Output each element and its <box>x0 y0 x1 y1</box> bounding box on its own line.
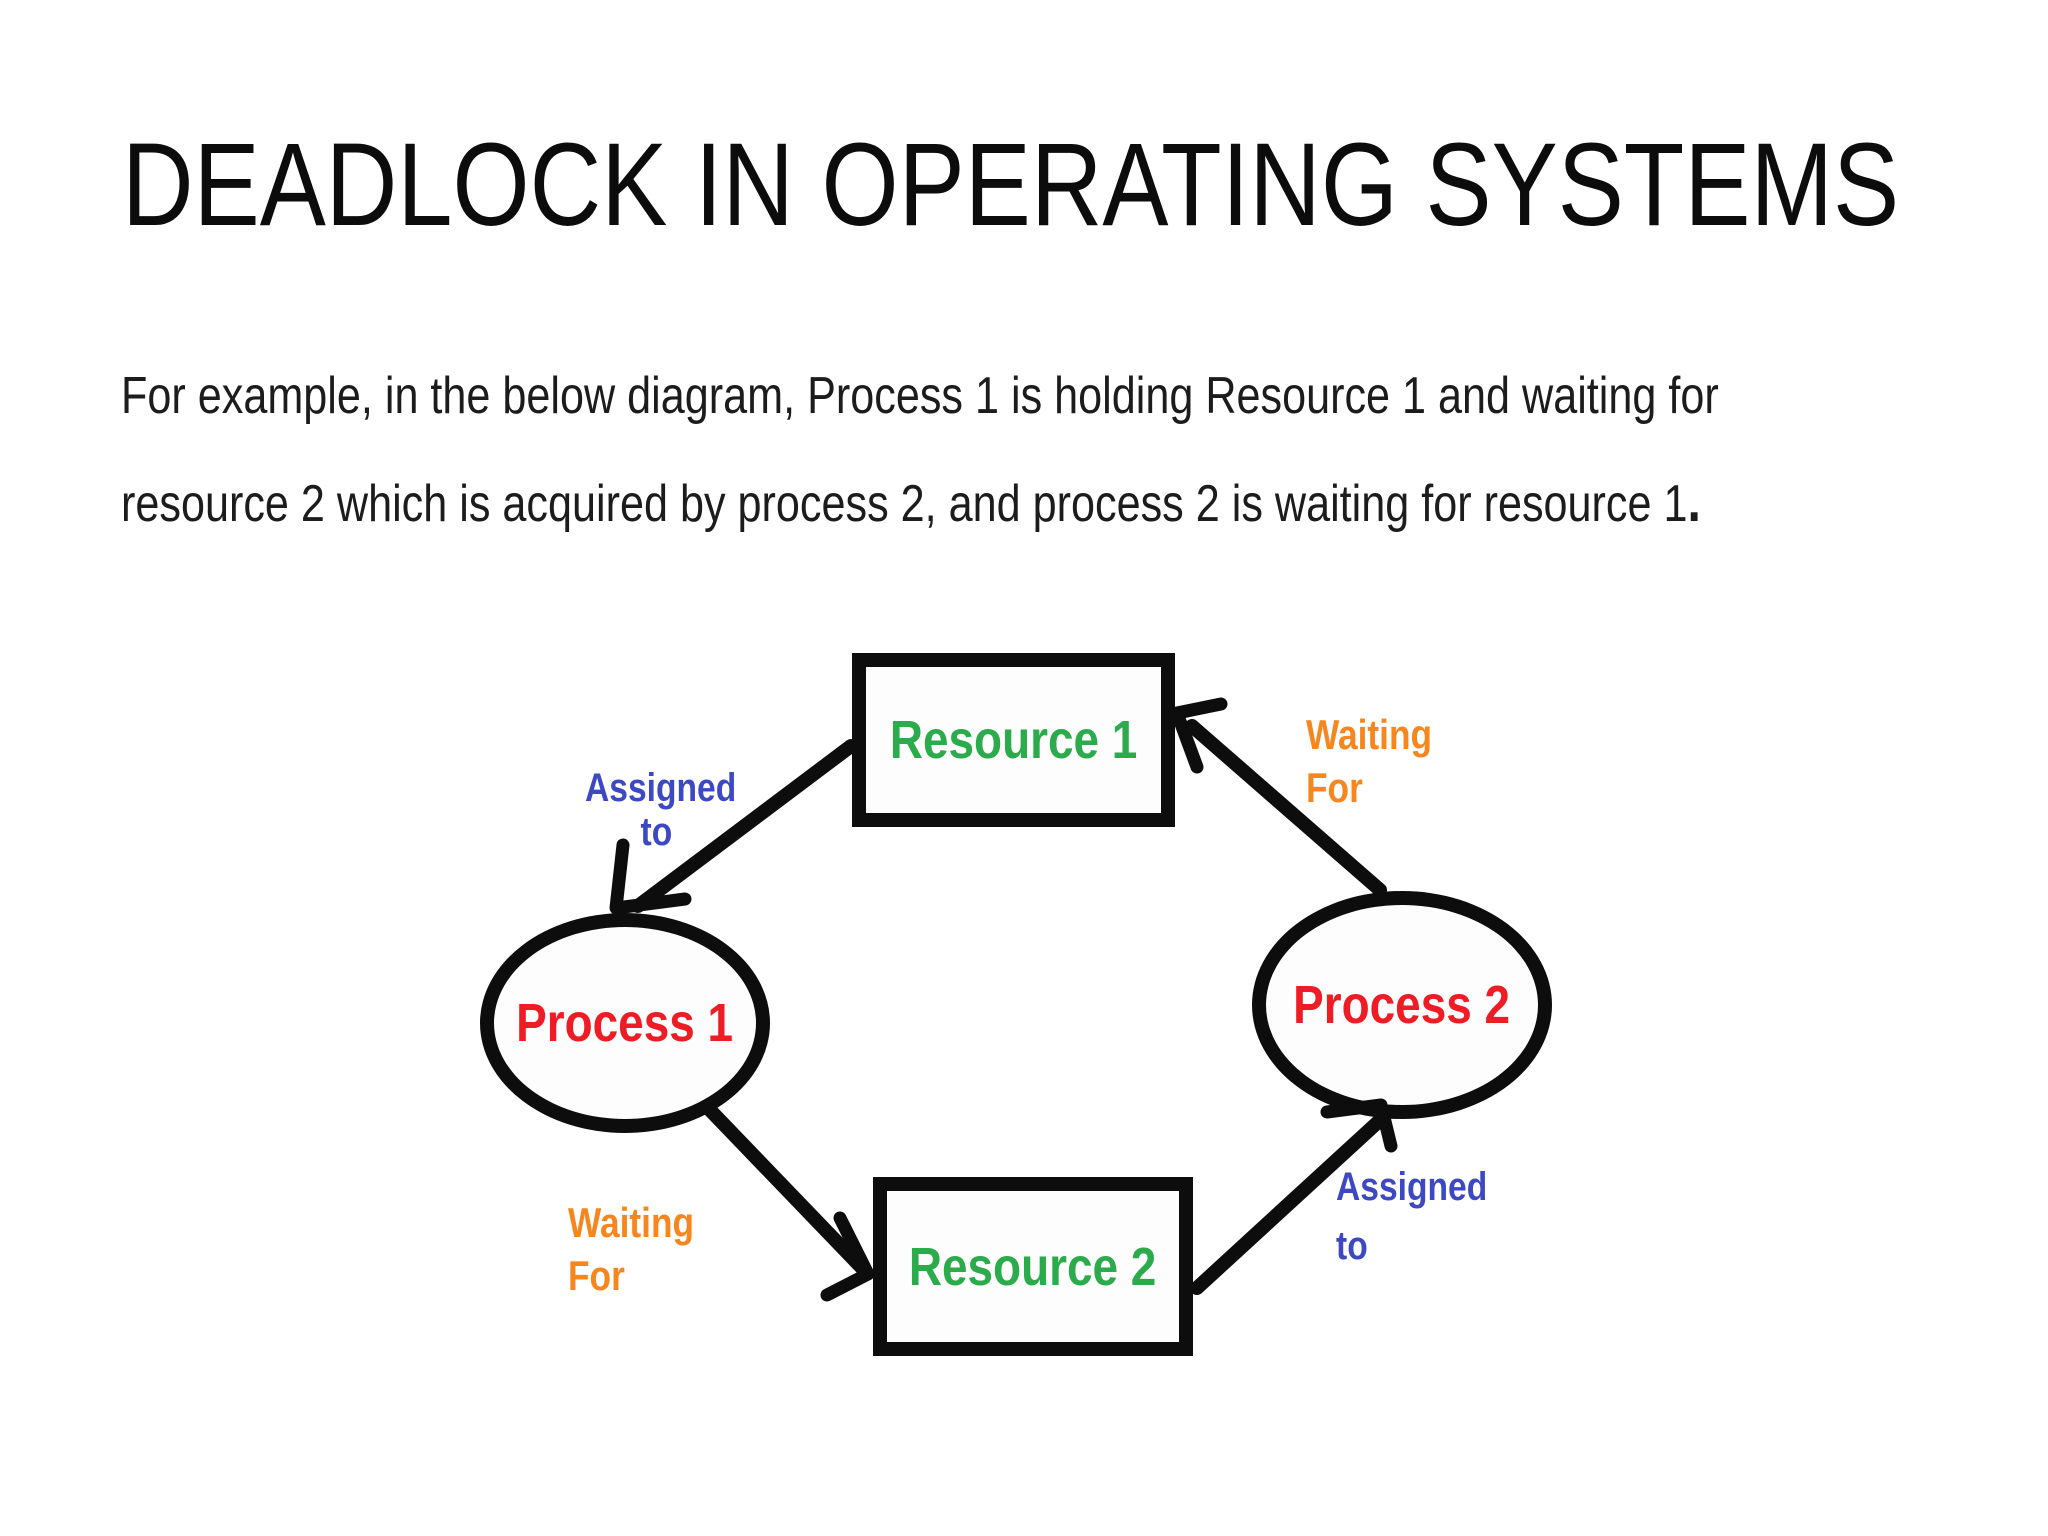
edge-label-line: to <box>640 810 673 854</box>
edge-label-line: Assigned <box>1336 1165 1488 1209</box>
process2-node: Process 2 <box>1252 891 1552 1119</box>
paragraph-line-1: For example, in the below diagram, Proce… <box>121 367 1719 425</box>
edge-label-line: Assigned <box>585 766 737 810</box>
arrow-p1-to-r2-head <box>820 1211 875 1302</box>
paragraph-line-2-text: resource 2 which is acquired by process … <box>121 475 1688 533</box>
arrow-p2-to-r1-head <box>1170 697 1228 774</box>
edge-label-line: Waiting <box>1306 711 1433 758</box>
resource1-label: Resource 1 <box>889 710 1138 770</box>
edge-label-line: to <box>1336 1224 1368 1268</box>
resource2-label: Resource 2 <box>909 1236 1157 1297</box>
paragraph-end-period: . <box>1687 469 1701 534</box>
process1-node: Process 1 <box>480 913 770 1133</box>
edge-label-assigned-to-r2-p2: Assigned to <box>1336 1158 1487 1276</box>
edge-label-line: For <box>1306 764 1363 811</box>
process2-label: Process 2 <box>1293 975 1511 1035</box>
resource1-node: Resource 1 <box>852 653 1175 827</box>
resource2-node: Resource 2 <box>873 1177 1193 1356</box>
arrow-p1-to-r2-line <box>703 1103 869 1275</box>
edge-label-line: For <box>568 1252 625 1299</box>
edge-label-waiting-for-p1-r2: Waiting For <box>568 1196 694 1302</box>
paragraph-line-2: resource 2 which is acquired by process … <box>121 473 1701 531</box>
edge-label-line: Waiting <box>568 1199 695 1246</box>
edge-label-waiting-for-p2-r1: Waiting For <box>1306 708 1432 814</box>
edge-label-assigned-to-r1-p1: Assigned to <box>585 766 737 854</box>
arrow-r1-to-p1-head <box>609 838 692 915</box>
page-title: DEADLOCK IN OPERATING SYSTEMS <box>122 119 1900 251</box>
process1-label: Process 1 <box>516 993 734 1053</box>
